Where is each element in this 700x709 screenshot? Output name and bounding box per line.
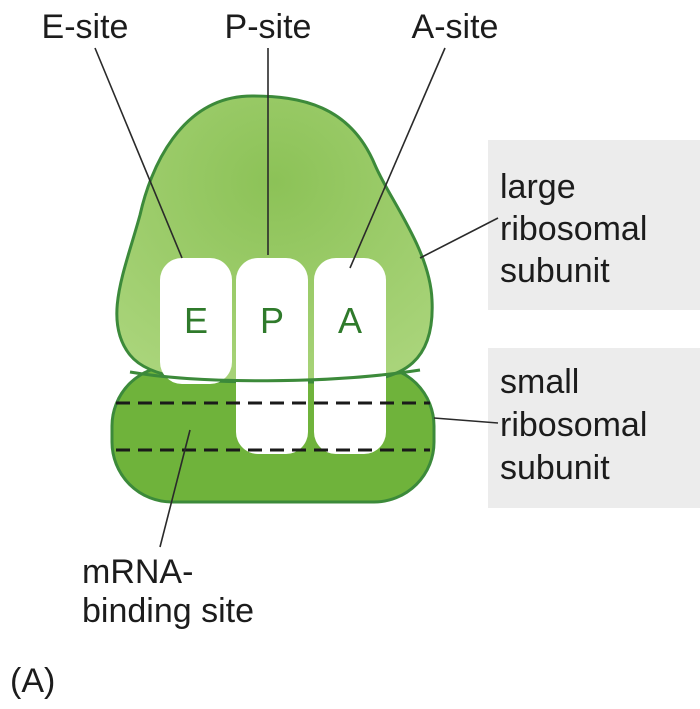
a-site-label: A-site — [412, 8, 499, 46]
a-site-letter: A — [338, 300, 362, 341]
a-site-pocket — [314, 258, 386, 454]
mrna-binding-label-line1: mRNA- — [82, 553, 193, 591]
p-site-letter: P — [260, 300, 284, 341]
large-subunit-label-line2: ribosomal — [500, 210, 647, 248]
large-subunit-leader — [420, 218, 498, 258]
p-site-pocket — [236, 258, 308, 454]
panel-label: (A) — [10, 662, 55, 700]
e-site-label: E-site — [42, 8, 129, 46]
small-subunit-label-line3: subunit — [500, 449, 610, 487]
small-subunit-label-line2: ribosomal — [500, 406, 647, 444]
p-site-label: P-site — [225, 8, 312, 46]
large-subunit-label-line1: large — [500, 168, 576, 206]
large-subunit-label-line3: subunit — [500, 252, 610, 290]
e-site-letter: E — [184, 300, 208, 341]
small-subunit-label-line1: small — [500, 363, 579, 401]
mrna-binding-label-line2: binding site — [82, 592, 254, 630]
